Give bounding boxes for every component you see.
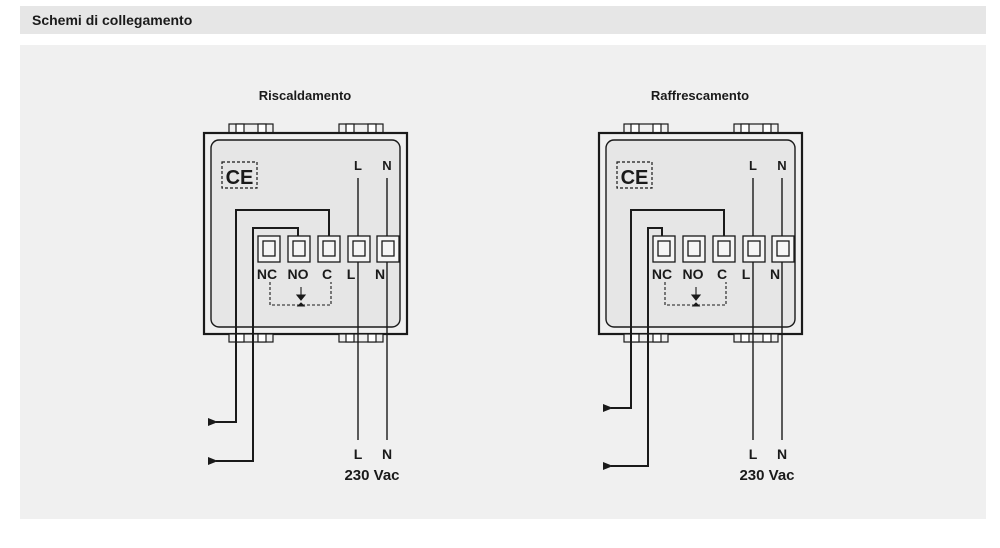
terminal-label-l: L xyxy=(742,266,751,282)
terminal-label-no: NO xyxy=(288,266,309,282)
section-title: Schemi di collegamento xyxy=(32,12,193,28)
diagram-raffrescamento: Raffrescamento CE L N xyxy=(597,88,804,484)
terminal-label-nc: NC xyxy=(257,266,277,282)
ce-mark-icon: CE xyxy=(226,167,254,189)
diagram-title: Riscaldamento xyxy=(259,88,352,103)
terminal-label-nc: NC xyxy=(652,266,672,282)
mounting-clips-top xyxy=(623,123,779,134)
voltage-label: 230 Vac xyxy=(739,467,794,484)
device-inner-body xyxy=(605,139,796,328)
wires xyxy=(603,178,783,470)
bottom-label-n: N xyxy=(382,446,392,462)
relay-contact-icon xyxy=(664,282,727,307)
terminal-label-n: N xyxy=(375,266,385,282)
diagram-title: Raffrescamento xyxy=(651,88,749,103)
relay-contact-icon xyxy=(269,282,332,307)
terminal-label-no: NO xyxy=(683,266,704,282)
bottom-label-l: L xyxy=(749,446,758,462)
ce-mark-box xyxy=(616,161,653,189)
wires xyxy=(208,178,388,465)
mounting-clips-bottom xyxy=(623,333,779,343)
terminal-label-c: C xyxy=(322,266,332,282)
terminal-block xyxy=(257,235,400,263)
top-label-l: L xyxy=(354,158,362,173)
ce-mark-box xyxy=(221,161,258,189)
terminal-label-l: L xyxy=(347,266,356,282)
section-header-bar xyxy=(20,6,986,34)
device-inner-body xyxy=(210,139,401,328)
mounting-clips-top xyxy=(228,123,384,134)
voltage-label: 230 Vac xyxy=(344,467,399,484)
diagram-panel xyxy=(20,45,986,519)
mounting-clips-bottom xyxy=(228,333,384,343)
bottom-label-n: N xyxy=(777,446,787,462)
terminal-block xyxy=(652,235,795,263)
diagram-riscaldamento: Riscaldamento CE L N xyxy=(202,88,409,484)
top-label-l: L xyxy=(749,158,757,173)
terminal-label-n: N xyxy=(770,266,780,282)
ce-mark-icon: CE xyxy=(621,167,649,189)
top-label-n: N xyxy=(777,158,786,173)
terminal-label-c: C xyxy=(717,266,727,282)
top-label-n: N xyxy=(382,158,391,173)
bottom-label-l: L xyxy=(354,446,363,462)
